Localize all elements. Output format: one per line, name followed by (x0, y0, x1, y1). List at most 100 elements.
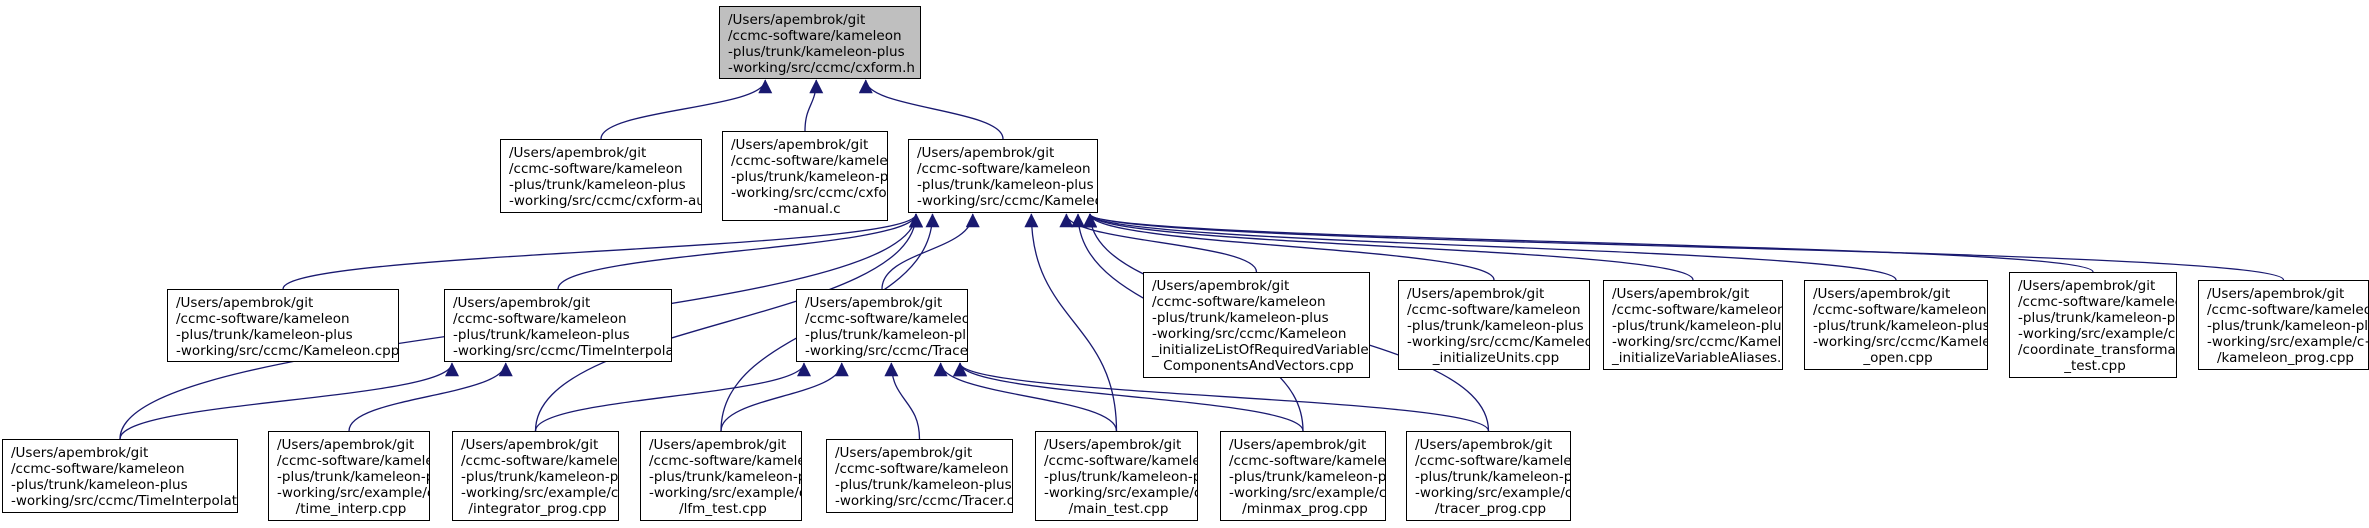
edge-lfm-test-to-tracer-h (720, 362, 849, 432)
node-label-line: /kameleon_prog.cpp (2217, 350, 2354, 366)
node-label-line: /Users/apembrok/git (1612, 286, 1750, 302)
node-label-line: /Users/apembrok/git (731, 137, 869, 153)
node-label-line: -working/src/ccmc/Kameleon (1813, 334, 1988, 350)
node-label-line: /ccmc-software/kameleon (453, 311, 627, 327)
node-label-line: -plus/trunk/kameleon-plus (835, 477, 1012, 493)
node-label-line: _test.cpp (2064, 358, 2126, 374)
node-tracer-cpp[interactable]: /Users/apembrok/git/ccmc-software/kamele… (826, 439, 1013, 513)
node-label-line: /ccmc-software/kameleon (1813, 302, 1987, 318)
node-label-line: -plus/trunk/kameleon-plus (1407, 318, 1584, 334)
node-label-line: /main_test.cpp (1068, 501, 1169, 517)
edge-minmax-to-tracer-h (953, 362, 1304, 432)
node-minmax[interactable]: /Users/apembrok/git/ccmc-software/kamele… (1220, 431, 1386, 521)
edge-time-interp-to-timeinterp-h (348, 362, 513, 432)
node-coord-test[interactable]: /Users/apembrok/git/ccmc-software/kamele… (2009, 272, 2177, 378)
edge-timeinterp-h-to-kameleon-h (557, 213, 923, 290)
node-label-line: /Users/apembrok/git (11, 445, 149, 461)
node-label-line: -working/src/ccmc/cxform.h (728, 60, 915, 76)
edge-tracer-cpp-to-tracer-h (884, 362, 921, 440)
node-label-line: -plus/trunk/kameleon-plus (1813, 318, 1988, 334)
node-main-test[interactable]: /Users/apembrok/git/ccmc-software/kamele… (1035, 431, 1198, 521)
node-label-line: /ccmc-software/kameleon (277, 453, 429, 469)
node-label-line: -working/src/ccmc/Tracer.cpp (835, 493, 1013, 509)
edge-init-list-to-kameleon-h (1059, 213, 1258, 273)
node-label-line: -working/src/ccmc/Kameleon (1152, 326, 1347, 342)
node-label-line: -working/src/example/c++ (1229, 485, 1386, 501)
node-label-line: _open.cpp (1863, 350, 1933, 366)
node-label-line: /ccmc-software/kameleon (2018, 294, 2177, 310)
node-label-line: /Users/apembrok/git (835, 445, 973, 461)
node-timeinterp-h[interactable]: /Users/apembrok/git/ccmc-software/kamele… (444, 289, 672, 362)
node-label-line: -plus/trunk/kameleon-plus (728, 44, 905, 60)
node-label-line: /ccmc-software/kameleon (917, 161, 1091, 177)
node-label-line: /ccmc-software/kameleon (1044, 453, 1197, 469)
node-label-line: -working/src/example/c++ (461, 485, 619, 501)
node-label-line: -working/src/ccmc/cxform-auto.c (509, 193, 702, 209)
node-init-units[interactable]: /Users/apembrok/git/ccmc-software/kamele… (1398, 280, 1590, 370)
node-label-line: -working/src/example/c++ (2018, 326, 2176, 342)
node-label-line: /minmax_prog.cpp (1242, 501, 1368, 517)
edge-cxform-auto-to-cxform-h (600, 79, 773, 140)
node-kam-open[interactable]: /Users/apembrok/git/ccmc-software/kamele… (1804, 280, 1988, 370)
node-label-line: /ccmc-software/kameleon (731, 153, 888, 169)
node-cxform-manual[interactable]: /Users/apembrok/git/ccmc-software/kamele… (722, 131, 888, 221)
node-kam-prog[interactable]: /Users/apembrok/git/ccmc-software/kamele… (2198, 280, 2369, 370)
node-label-line: /ccmc-software/kameleon (649, 453, 801, 469)
node-label-line: /ccmc-software/kameleon (1229, 453, 1386, 469)
node-lfm-test[interactable]: /Users/apembrok/git/ccmc-software/kamele… (640, 431, 802, 521)
edge-kameleon-h-to-cxform-h (858, 79, 1004, 140)
node-label-line: /coordinate_transformation (2018, 342, 2176, 358)
node-label-line: -plus/trunk/kameleon-plus (176, 327, 353, 343)
node-label-line: -plus/trunk/kameleon-plus (649, 469, 801, 485)
node-label-line: /Users/apembrok/git (805, 295, 943, 311)
node-timeinterp-c[interactable]: /Users/apembrok/git/ccmc-software/kamele… (2, 439, 238, 513)
node-cxform-auto[interactable]: /Users/apembrok/git/ccmc-software/kamele… (500, 139, 702, 213)
node-label-line: /ccmc-software/kameleon (835, 461, 1009, 477)
node-label-line: /ccmc-software/kameleon (805, 311, 968, 327)
node-label-line: -plus/trunk/kameleon-plus (731, 169, 888, 185)
node-label-line: /Users/apembrok/git (1407, 286, 1545, 302)
node-label-line: -manual.c (773, 201, 841, 217)
edge-kam-open-to-kameleon-h (1083, 213, 1897, 281)
node-label-line: -working/src/example/c++ (2207, 334, 2369, 350)
node-label-line: /ccmc-software/kameleon (1152, 294, 1326, 310)
node-label-line: /ccmc-software/kameleon (2207, 302, 2369, 318)
node-label-line: /Users/apembrok/git (176, 295, 314, 311)
node-cxform-h[interactable]: /Users/apembrok/git/ccmc-software/kamele… (719, 6, 921, 79)
node-label-line: /Users/apembrok/git (917, 145, 1055, 161)
node-label-line: -working/src/ccmc/Kameleon.h (917, 193, 1097, 209)
node-label-line: -working/src/ccmc/Kameleon (1407, 334, 1590, 350)
node-label-line: -plus/trunk/kameleon-plus (1415, 469, 1570, 485)
node-label-line: /ccmc-software/kameleon (11, 461, 185, 477)
node-label-line: /Users/apembrok/git (728, 12, 866, 28)
node-label-line: -working/src/example/c++ (1044, 485, 1197, 501)
node-label-line: -plus/trunk/kameleon-plus (917, 177, 1094, 193)
edge-tracer-prog-to-tracer-h (953, 362, 1490, 432)
node-label-line: -plus/trunk/kameleon-plus (453, 327, 630, 343)
node-label-line: -plus/trunk/kameleon-plus (1612, 318, 1783, 334)
node-kameleon-h[interactable]: /Users/apembrok/git/ccmc-software/kamele… (908, 139, 1098, 213)
node-label-line: /ccmc-software/kameleon (1407, 302, 1581, 318)
node-tracer-h[interactable]: /Users/apembrok/git/ccmc-software/kamele… (796, 289, 968, 362)
node-kameleon-cpp[interactable]: /Users/apembrok/git/ccmc-software/kamele… (167, 289, 399, 362)
node-init-list[interactable]: /Users/apembrok/git/ccmc-software/kamele… (1143, 272, 1370, 378)
node-label-line: -plus/trunk/kameleon-plus (1229, 469, 1386, 485)
node-label-line: /Users/apembrok/git (1415, 437, 1553, 453)
node-tracer-prog[interactable]: /Users/apembrok/git/ccmc-software/kamele… (1406, 431, 1571, 521)
node-label-line: /ccmc-software/kameleon (509, 161, 683, 177)
node-label-line: /ccmc-software/kameleon (728, 28, 902, 44)
node-label-line: -plus/trunk/kameleon-plus (1044, 469, 1197, 485)
node-label-line: -plus/trunk/kameleon-plus (805, 327, 968, 343)
node-label-line: -working/src/example/c++ (649, 485, 801, 501)
node-time-interp[interactable]: /Users/apembrok/git/ccmc-software/kamele… (268, 431, 430, 521)
edge-init-units-to-kameleon-h (1083, 213, 1495, 281)
edge-kam-prog-to-kameleon-h (1083, 213, 2285, 281)
node-integrator[interactable]: /Users/apembrok/git/ccmc-software/kamele… (452, 431, 619, 521)
node-label-line: /Users/apembrok/git (2018, 278, 2156, 294)
node-init-aliases[interactable]: /Users/apembrok/git/ccmc-software/kamele… (1603, 280, 1783, 370)
edge-kameleon-cpp-to-kameleon-h (282, 213, 923, 290)
node-label-line: _initializeVariableAliases.cpp (1612, 350, 1782, 366)
edge-main-test-to-tracer-h (933, 362, 1118, 432)
node-label-line: -working/src/ccmc/TimeInterpolator.cpp (11, 493, 238, 509)
node-label-line: -working/src/ccmc/Tracer.h (805, 343, 968, 359)
